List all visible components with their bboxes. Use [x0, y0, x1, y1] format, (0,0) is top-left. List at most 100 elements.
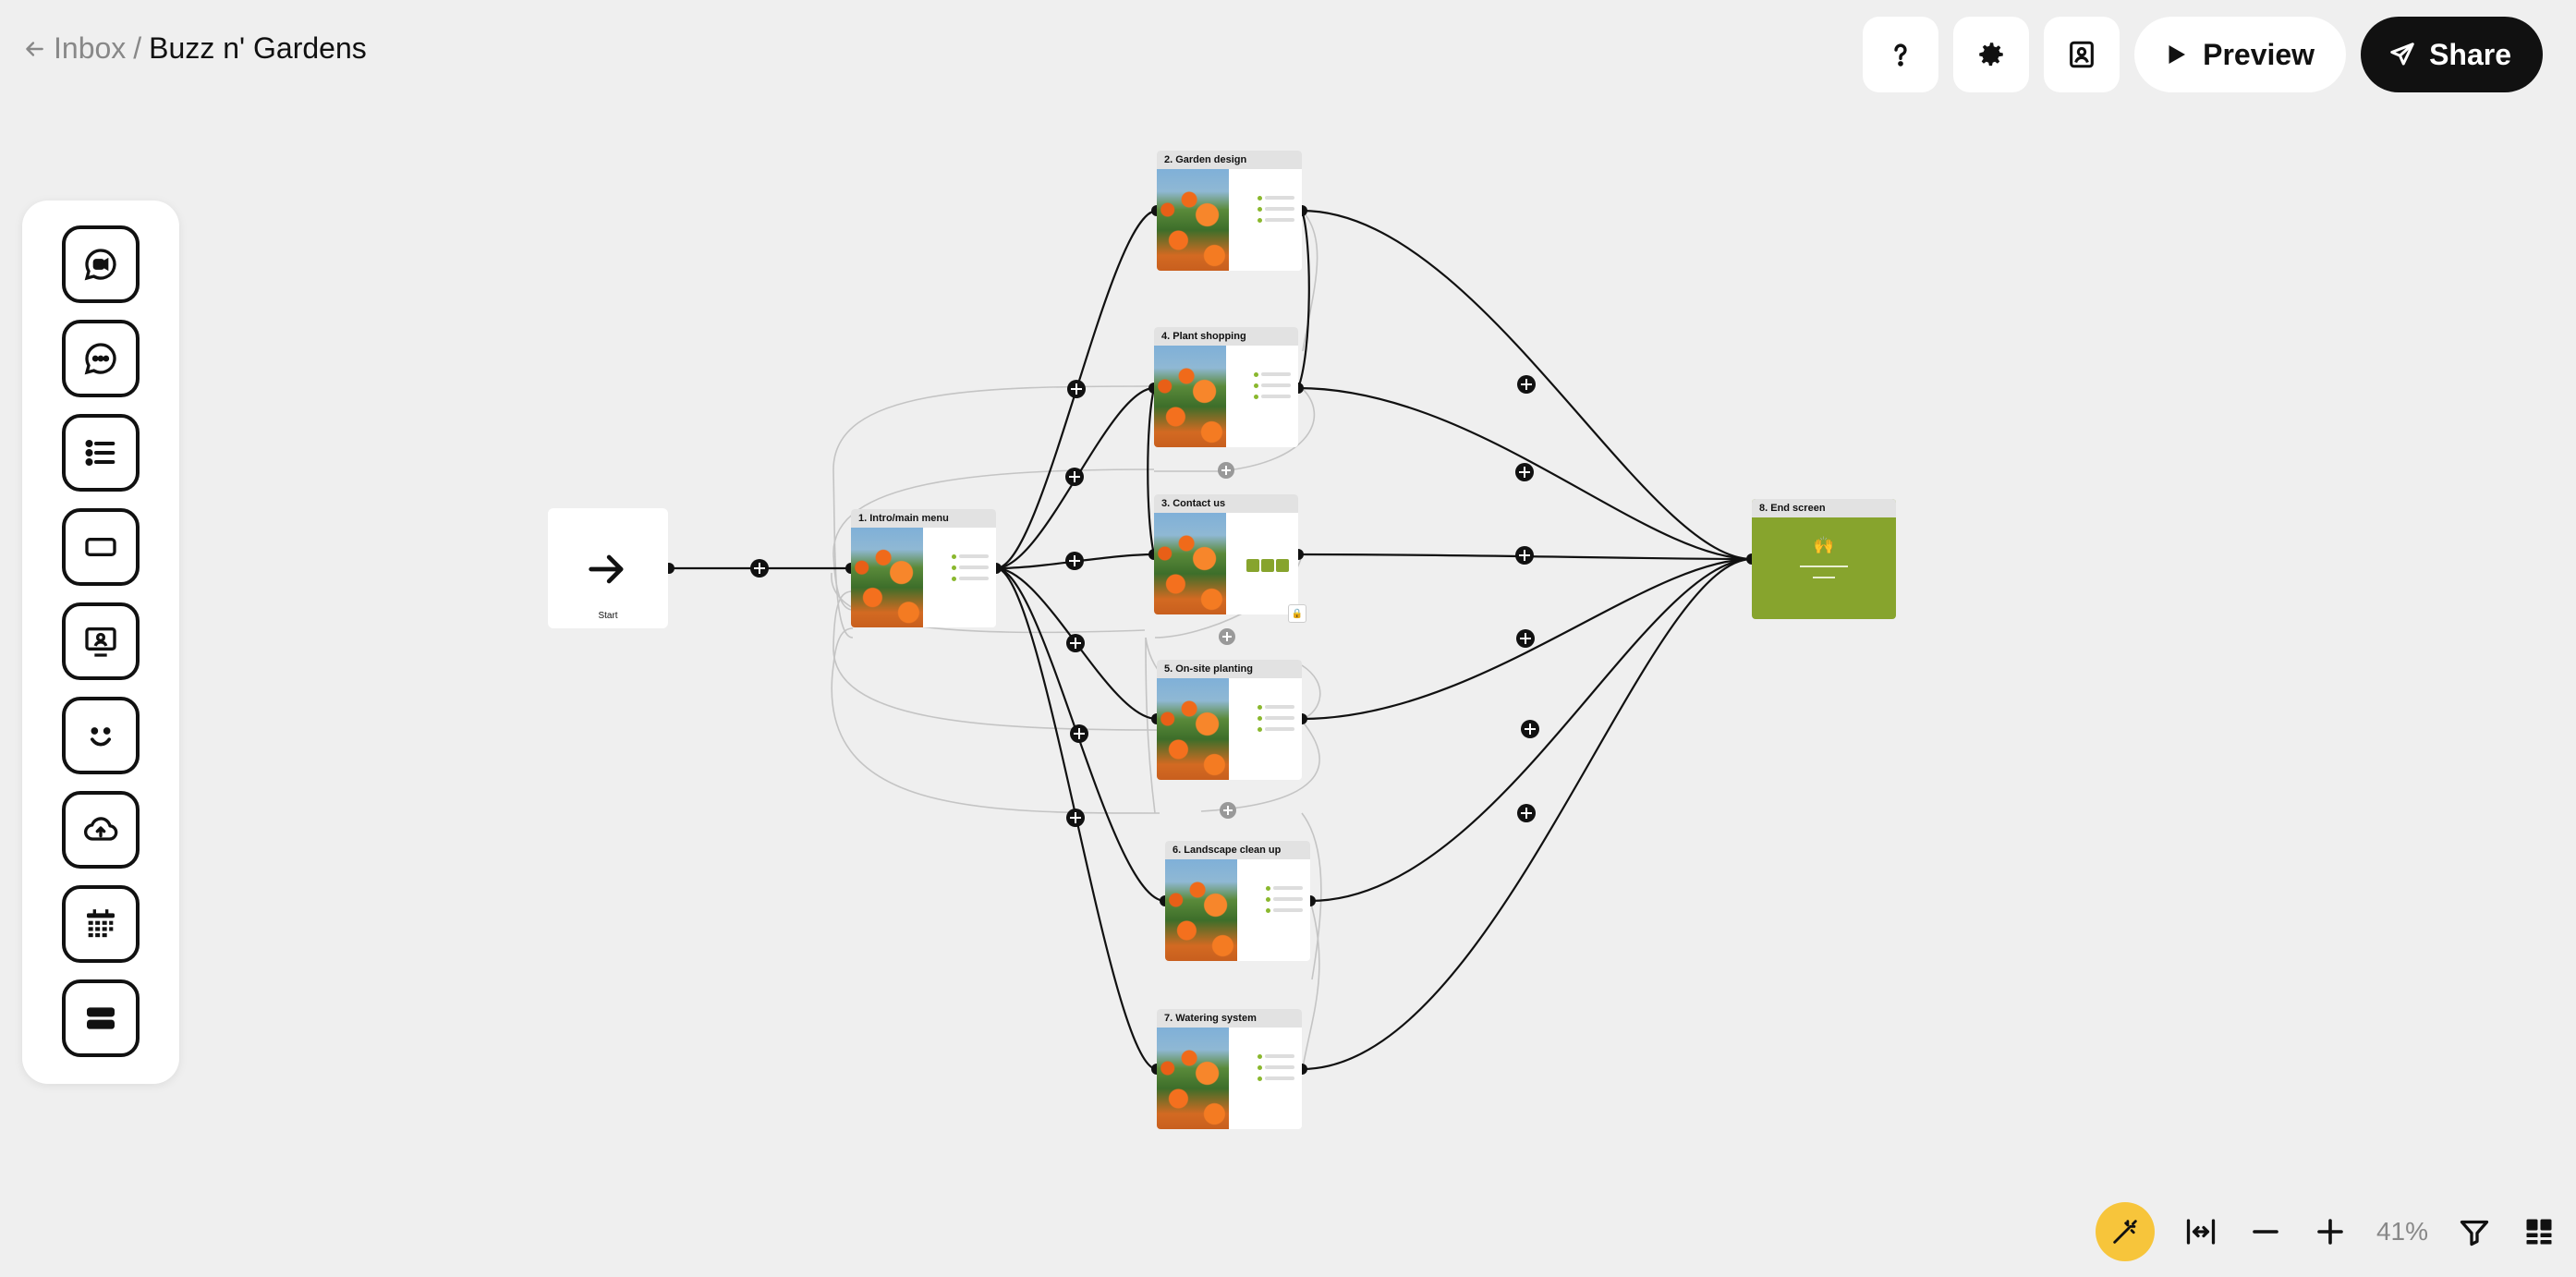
- calendar-icon: [87, 909, 115, 938]
- upload-step-tool[interactable]: [62, 791, 140, 869]
- step-thumbnail: [1154, 346, 1226, 447]
- zoom-in-button[interactable]: [2312, 1213, 2349, 1250]
- add-step-plus-muted[interactable]: [1218, 462, 1234, 479]
- layout-toggle-button[interactable]: [2521, 1213, 2558, 1250]
- breadcrumb-separator: /: [133, 31, 142, 65]
- step-title: 1. Intro/main menu: [851, 509, 996, 528]
- choice-list: [1254, 371, 1291, 405]
- step-node-landscape-cleanup[interactable]: 6. Landscape clean up: [1165, 841, 1310, 961]
- add-step-plus[interactable]: [750, 559, 769, 578]
- preview-label: Preview: [2203, 37, 2315, 71]
- chat-step-tool[interactable]: [62, 320, 140, 397]
- smiley-icon: [91, 727, 111, 747]
- step-node-watering-system[interactable]: 7. Watering system: [1157, 1009, 1302, 1129]
- chat-bubble-icon: [84, 343, 116, 375]
- add-step-plus[interactable]: [1070, 724, 1088, 743]
- preview-button[interactable]: Preview: [2134, 17, 2347, 92]
- add-step-plus[interactable]: [1516, 629, 1535, 648]
- payment-card-icon: [87, 1007, 115, 1029]
- video-step-tool[interactable]: [62, 225, 140, 303]
- choice-list: [1258, 195, 1294, 228]
- step-type-toolbar: [22, 201, 179, 1084]
- step-title: 5. On-site planting: [1157, 660, 1302, 678]
- add-step-plus[interactable]: [1066, 634, 1085, 652]
- filter-button[interactable]: [2456, 1213, 2493, 1250]
- fit-width-icon: [2186, 1219, 2216, 1245]
- step-title: 8. End screen: [1752, 499, 1896, 517]
- start-node[interactable]: Start: [548, 508, 668, 628]
- magic-wand-icon: [2113, 1220, 2137, 1244]
- plus-icon: [2317, 1219, 2343, 1245]
- add-step-plus[interactable]: [1065, 468, 1084, 486]
- inbox-label: Inbox: [54, 31, 127, 65]
- raised-hands-emoji: 🙌: [1813, 536, 1835, 554]
- step-node-intro[interactable]: 1. Intro/main menu: [851, 509, 996, 627]
- top-toolbar: Preview Share: [1863, 17, 2543, 92]
- add-step-plus-muted[interactable]: [1219, 628, 1235, 645]
- choice-list: [952, 553, 989, 587]
- zoom-level: 41%: [2376, 1217, 2428, 1246]
- gear-icon: [1979, 43, 2003, 67]
- step-thumbnail: [1154, 513, 1226, 614]
- step-title: 4. Plant shopping: [1154, 327, 1298, 346]
- step-title: 3. Contact us: [1154, 494, 1298, 513]
- add-step-plus[interactable]: [1521, 720, 1539, 738]
- grid-layout-icon: [2526, 1219, 2552, 1245]
- add-step-plus[interactable]: [1517, 804, 1536, 822]
- step-node-garden-design[interactable]: 2. Garden design: [1157, 151, 1302, 271]
- step-thumbnail: [851, 528, 923, 627]
- payment-step-tool[interactable]: [62, 979, 140, 1057]
- add-step-plus[interactable]: [1515, 546, 1534, 565]
- add-step-plus[interactable]: [1515, 463, 1534, 481]
- back-to-inbox-link[interactable]: Inbox: [22, 31, 126, 66]
- step-node-onsite-planting[interactable]: 5. On-site planting: [1157, 660, 1302, 780]
- contact-card-icon: [2070, 41, 2094, 68]
- fit-to-screen-button[interactable]: [2182, 1213, 2219, 1250]
- screen-recording-icon: [85, 627, 116, 657]
- zoom-out-button[interactable]: [2247, 1213, 2284, 1250]
- list-step-tool[interactable]: [62, 414, 140, 492]
- step-node-contact-us[interactable]: 3. Contact us: [1154, 494, 1298, 614]
- arrow-right-icon: [589, 554, 624, 584]
- help-button[interactable]: [1863, 17, 1939, 92]
- add-step-plus[interactable]: [1065, 552, 1084, 570]
- step-thumbnail: [1157, 1028, 1229, 1129]
- canvas-controls: 41%: [2095, 1199, 2558, 1264]
- button-step-tool[interactable]: [62, 508, 140, 586]
- step-thumbnail: [1157, 678, 1229, 780]
- add-step-plus[interactable]: [1067, 380, 1086, 398]
- step-title: 7. Watering system: [1157, 1009, 1302, 1028]
- calendar-step-tool[interactable]: [62, 885, 140, 963]
- play-icon: [2169, 45, 2186, 64]
- send-icon: [2390, 43, 2414, 66]
- add-step-plus-muted[interactable]: [1220, 802, 1236, 819]
- add-step-plus[interactable]: [1517, 375, 1536, 394]
- step-node-end-screen[interactable]: 8. End screen 🙌: [1752, 499, 1896, 619]
- step-title: 2. Garden design: [1157, 151, 1302, 169]
- video-chat-icon: [84, 249, 116, 281]
- minus-icon: [2253, 1230, 2278, 1234]
- ai-magic-button[interactable]: [2095, 1202, 2155, 1261]
- add-step-plus[interactable]: [1066, 809, 1085, 827]
- contact-options: [1246, 559, 1289, 572]
- reaction-step-tool[interactable]: [62, 697, 140, 774]
- share-label: Share: [2429, 37, 2511, 71]
- lock-icon: 🔒: [1288, 604, 1306, 623]
- step-node-plant-shopping[interactable]: 4. Plant shopping: [1154, 327, 1298, 447]
- list-icon: [85, 440, 115, 466]
- settings-button[interactable]: [1953, 17, 2030, 92]
- breadcrumb: Inbox / Buzz n' Gardens: [22, 31, 367, 66]
- step-thumbnail: [1165, 859, 1237, 961]
- share-button[interactable]: Share: [2361, 17, 2543, 92]
- contacts-button[interactable]: [2044, 17, 2120, 92]
- question-icon: [1894, 43, 1907, 67]
- end-text-line: [1800, 566, 1848, 567]
- arrow-left-icon: [26, 41, 43, 56]
- step-title: 6. Landscape clean up: [1165, 841, 1310, 859]
- choice-list: [1258, 1053, 1294, 1087]
- end-text-line: [1813, 577, 1835, 578]
- start-label: Start: [598, 611, 618, 621]
- screen-record-tool[interactable]: [62, 602, 140, 680]
- choice-list: [1258, 704, 1294, 737]
